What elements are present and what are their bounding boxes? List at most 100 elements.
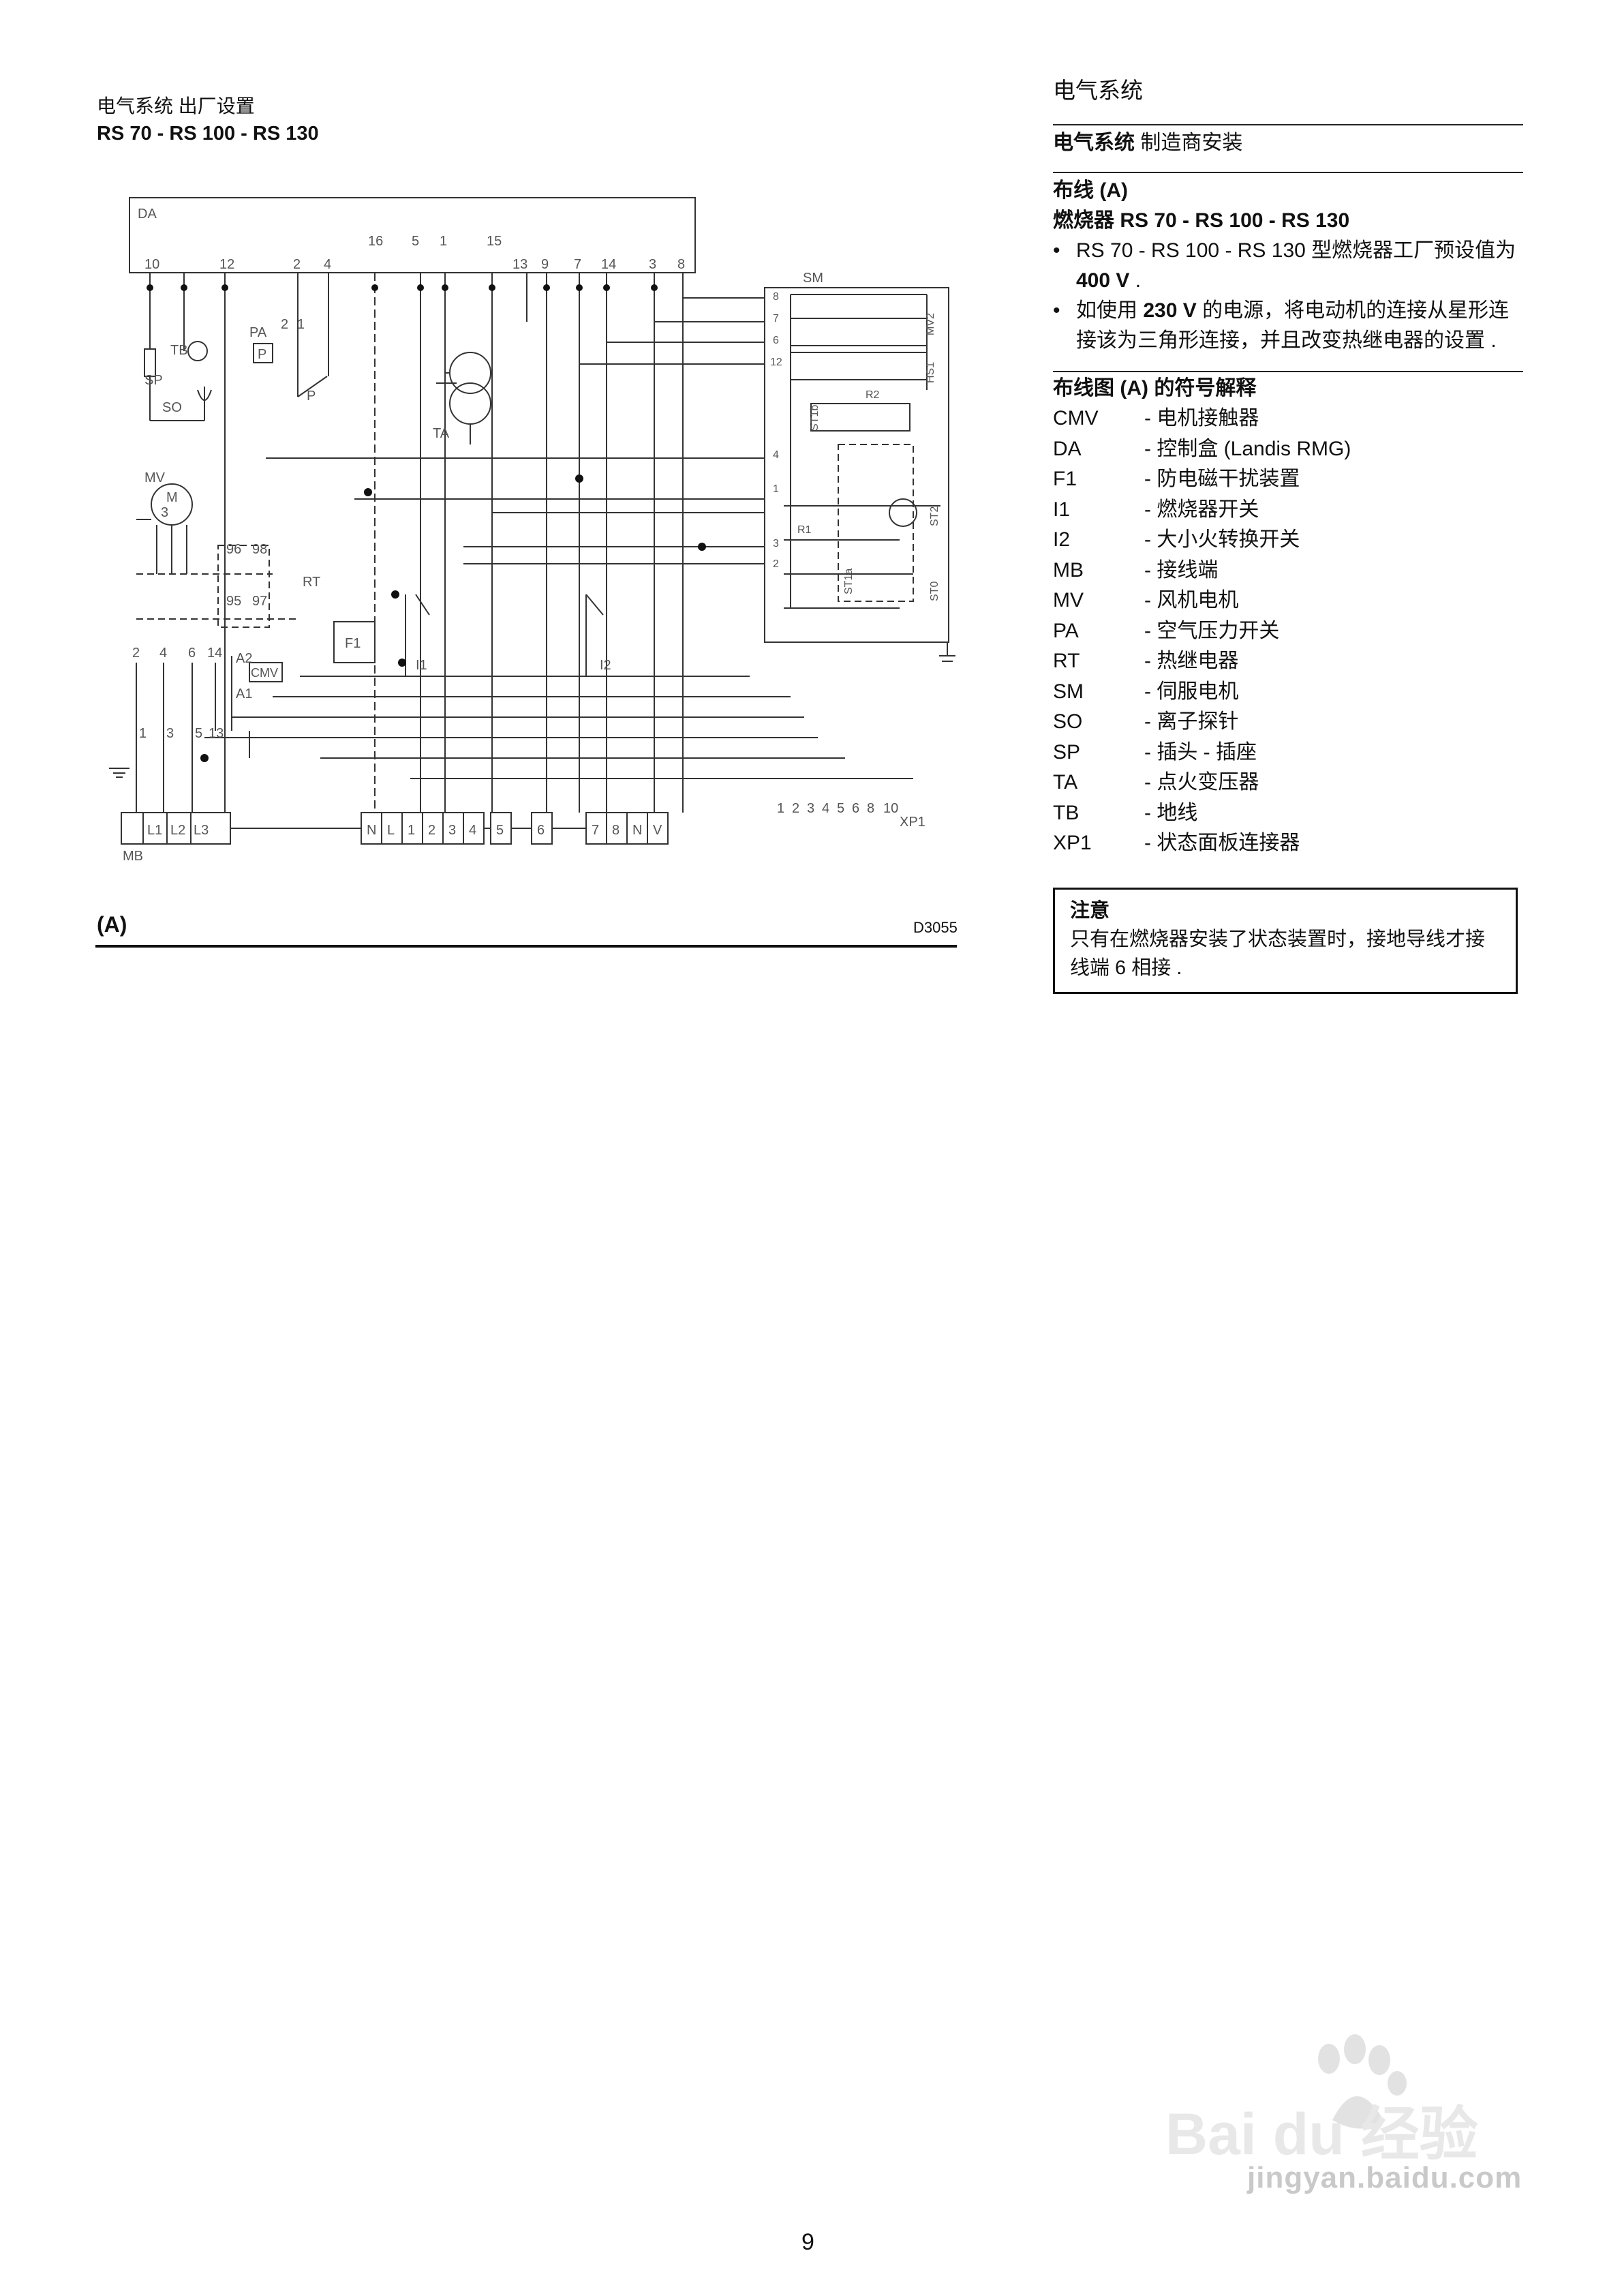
bullet-text: 如使用 bbox=[1076, 299, 1144, 322]
legend-desc: - 地线 bbox=[1144, 801, 1198, 824]
xp1-pin-label: 4 bbox=[822, 801, 829, 816]
sm-pin-label: 6 bbox=[773, 335, 779, 346]
legend-item: I1 - 燃烧器开关 bbox=[1053, 495, 1523, 526]
label-pa-p: P bbox=[258, 347, 266, 362]
figure-rule bbox=[95, 945, 957, 948]
legend-item: DA - 控制盒 (Landis RMG) bbox=[1053, 434, 1523, 465]
label-three: 3 bbox=[161, 505, 168, 520]
label-sm: SM bbox=[803, 271, 823, 286]
bullet-item: • 如使用 230 V 的电源，将电动机的连接从星形连接该为三角形连接，并且改变… bbox=[1053, 296, 1523, 356]
da-terminal-label: 7 bbox=[574, 257, 581, 272]
cmv-pin-label: A2 bbox=[236, 651, 252, 666]
bullet-bold: 400 V bbox=[1076, 269, 1130, 292]
legend-code: SO bbox=[1053, 710, 1083, 733]
section-subtitle: 电气系统 制造商安装 bbox=[1053, 125, 1523, 172]
label-i2: I2 bbox=[600, 658, 611, 673]
legend-code: TA bbox=[1053, 771, 1078, 794]
da-terminal-label: 14 bbox=[601, 257, 616, 272]
bullet-list: • RS 70 - RS 100 - RS 130 型燃烧器工厂预设值为 400… bbox=[1053, 236, 1523, 356]
label-st0: ST0 bbox=[929, 581, 940, 601]
legend-desc: - 插头 - 插座 bbox=[1144, 740, 1257, 764]
legend-desc: - 空气压力开关 bbox=[1144, 619, 1280, 642]
label-r2: R2 bbox=[866, 389, 880, 401]
label-r1: R1 bbox=[797, 524, 812, 536]
label-st1a: ST1a bbox=[843, 569, 855, 594]
legend-code: I1 bbox=[1053, 498, 1071, 521]
page-number: 9 bbox=[801, 2229, 814, 2255]
wiring-heading: 布线 (A) bbox=[1053, 179, 1128, 202]
figure-label: (A) bbox=[97, 912, 127, 937]
da-terminal-label: 4 bbox=[324, 257, 331, 272]
contact-bottom-label: 5 bbox=[195, 726, 202, 741]
contact-top-label: 14 bbox=[207, 646, 222, 661]
burner-heading: 燃烧器 RS 70 - RS 100 - RS 130 bbox=[1053, 209, 1350, 232]
xp1-pin-label: 2 bbox=[792, 801, 799, 816]
legend-desc: - 燃烧器开关 bbox=[1144, 498, 1259, 521]
legend-code: XP1 bbox=[1053, 832, 1092, 854]
mb-terminal-label: L bbox=[387, 823, 395, 838]
da-terminal-label: 13 bbox=[512, 257, 527, 272]
legend-item: SO- 离子探针 bbox=[1053, 707, 1523, 738]
label-mb: MB bbox=[123, 849, 143, 864]
legend-item: F1- 防电磁干扰装置 bbox=[1053, 464, 1523, 495]
legend-code: SP bbox=[1053, 740, 1081, 764]
legend-item: PA- 空气压力开关 bbox=[1053, 616, 1523, 647]
legend-item: SP - 插头 - 插座 bbox=[1053, 738, 1523, 768]
figure-code: D3055 bbox=[913, 919, 958, 936]
bullet-bold: 230 V bbox=[1143, 299, 1197, 322]
legend-code: F1 bbox=[1053, 468, 1077, 490]
mb-terminal-label: 2 bbox=[428, 823, 435, 838]
rt-pin-label: 95 bbox=[226, 594, 241, 609]
paw-icon bbox=[1318, 2034, 1407, 2129]
contact-bottom-label: 3 bbox=[166, 726, 174, 741]
left-header: 电气系统 出厂设置 RS 70 - RS 100 - RS 130 bbox=[97, 93, 942, 147]
xp1-pin-label: 6 bbox=[852, 801, 859, 816]
section-title: 电气系统 bbox=[1053, 78, 1143, 103]
mb-terminal-label: L2 bbox=[170, 823, 185, 838]
left-subtitle: 电气系统 出厂设置 bbox=[97, 95, 255, 117]
diagram-junctions bbox=[147, 284, 706, 762]
legend-code: I2 bbox=[1053, 528, 1071, 551]
mb-terminal-label: 8 bbox=[612, 823, 619, 838]
baidu-watermark-logo: Bai du 经验 bbox=[1165, 2034, 1478, 2167]
bullet-item: • RS 70 - RS 100 - RS 130 型燃烧器工厂预设值为 400… bbox=[1053, 236, 1523, 296]
label-so: SO bbox=[162, 400, 182, 415]
label-p: P bbox=[307, 389, 316, 404]
subtitle-bold: 电气系统 bbox=[1053, 132, 1135, 154]
da-terminal-label: 10 bbox=[144, 257, 159, 272]
rt-pin-label: 97 bbox=[252, 594, 267, 609]
mb-terminal-label: 1 bbox=[408, 823, 415, 838]
sm-pin-label: 8 bbox=[773, 291, 779, 303]
legend-desc: - 控制盒 (Landis RMG) bbox=[1144, 437, 1351, 460]
label-f1: F1 bbox=[345, 636, 361, 651]
pa-pin-label: 1 bbox=[297, 317, 305, 332]
legend-heading: 布线图 (A) 的符号解释 bbox=[1053, 377, 1257, 399]
legend-item: TB - 地线 bbox=[1053, 798, 1523, 829]
mb-terminal-label: V bbox=[653, 823, 662, 838]
mb-terminal-label: 4 bbox=[469, 823, 476, 838]
rt-pin-label: 98 bbox=[252, 542, 267, 557]
xp1-pin-label: 1 bbox=[777, 801, 784, 816]
contact-bottom-label: 1 bbox=[139, 726, 147, 741]
legend-desc: - 点火变压器 bbox=[1144, 771, 1259, 794]
contact-top-label: 4 bbox=[159, 646, 167, 661]
legend-item: I2- 大小火转换开关 bbox=[1053, 525, 1523, 556]
sm-pin-label: 2 bbox=[773, 558, 779, 570]
legend-code: TB bbox=[1053, 801, 1080, 824]
legend-desc: - 接线端 bbox=[1144, 558, 1219, 581]
sm-pin-label: 3 bbox=[773, 538, 779, 549]
subtitle-rest: 制造商安装 bbox=[1135, 132, 1243, 154]
bullet-text-after: . bbox=[1129, 269, 1142, 292]
left-title: RS 70 - RS 100 - RS 130 bbox=[97, 123, 319, 145]
divider bbox=[1053, 371, 1523, 372]
legend-code: SM bbox=[1053, 680, 1084, 703]
label-xp1: XP1 bbox=[900, 815, 925, 830]
da-terminal-label: 16 bbox=[368, 234, 383, 249]
legend-desc: - 状态面板连接器 bbox=[1144, 832, 1300, 854]
legend-code: DA bbox=[1053, 437, 1082, 460]
sm-pin-label: 7 bbox=[773, 313, 779, 324]
